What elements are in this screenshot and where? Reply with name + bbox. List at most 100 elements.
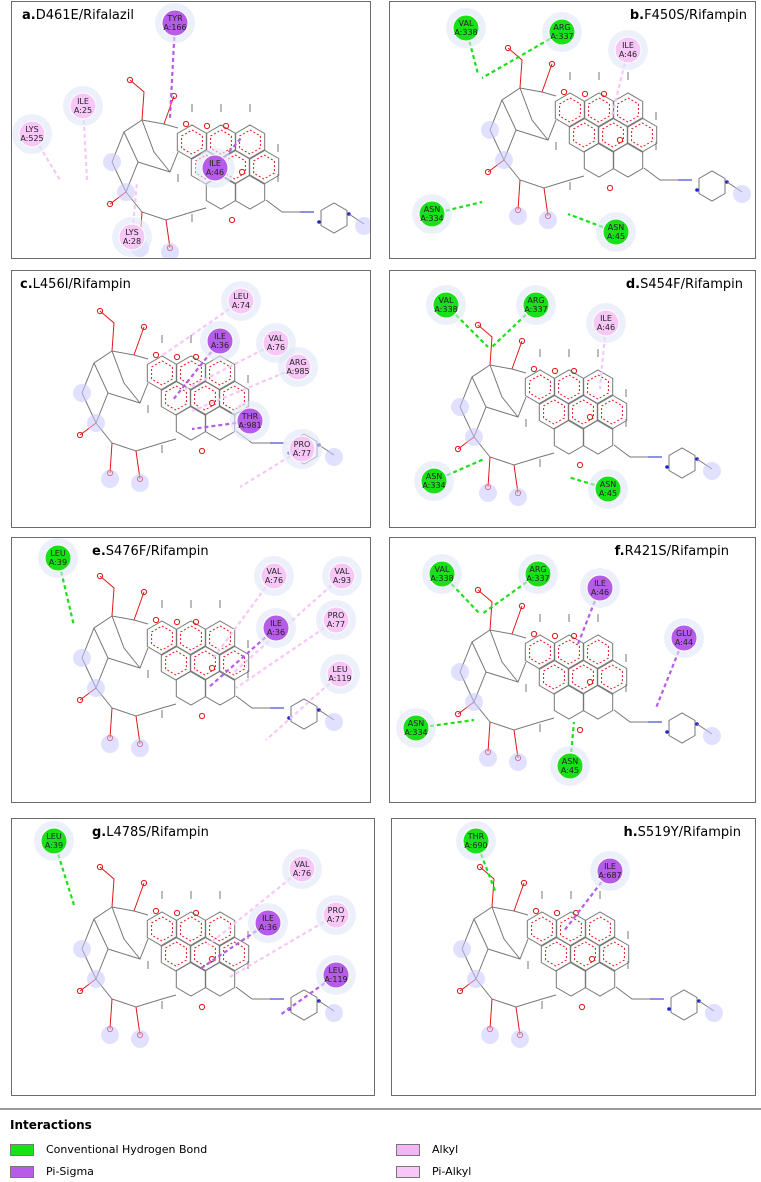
interaction-line [171, 340, 221, 402]
interaction-line [563, 870, 611, 932]
residue-node [522, 291, 550, 319]
residue-node [206, 327, 234, 355]
panel-letter: h. [623, 825, 638, 840]
residue-node [227, 287, 255, 315]
residue-node [418, 200, 446, 228]
interaction-line [239, 448, 303, 488]
residue-node [288, 855, 316, 883]
legend-swatch [396, 1165, 420, 1178]
residue-node [592, 309, 620, 337]
residue-node [586, 574, 614, 602]
ligand-structure [73, 572, 343, 757]
legend-swatch [396, 1143, 420, 1156]
panel-letter: f. [614, 544, 625, 559]
residue-node [40, 827, 68, 855]
residue-node [614, 36, 642, 64]
legend-swatch [10, 1165, 34, 1178]
residue-node [328, 562, 356, 590]
interaction-line [207, 868, 303, 946]
residue-node [322, 901, 350, 929]
residue-node [69, 92, 97, 120]
legend-item: Pi-Sigma [10, 1165, 94, 1178]
interaction-line [56, 557, 76, 627]
interactions-legend: Interactions Conventional Hydrogen Bond … [0, 1108, 761, 1182]
residue-node [236, 407, 264, 435]
residue-node [402, 714, 430, 742]
legend-title: Interactions [10, 1118, 92, 1132]
residue-node [326, 660, 354, 688]
legend-label: Alkyl [432, 1143, 459, 1156]
interaction-line [610, 49, 630, 117]
residue-node [284, 353, 312, 381]
interaction-line [654, 637, 686, 709]
panel-letter: a. [22, 8, 36, 23]
residue-node [524, 560, 552, 588]
panel-title: F450S/Rifampin [644, 8, 747, 23]
residue-node [596, 857, 624, 885]
ligand-structure [481, 44, 751, 229]
residue-node [254, 909, 282, 937]
panel-letter: c. [20, 277, 33, 292]
interaction-line [81, 105, 89, 181]
residue-node [201, 154, 229, 182]
residue-node [260, 562, 288, 590]
residue-node [602, 218, 630, 246]
residue-node [18, 120, 46, 148]
interaction-line [279, 974, 337, 1016]
legend-label: Pi-Sigma [46, 1165, 94, 1178]
interaction-line [481, 573, 539, 615]
legend-label: Pi-Alkyl [432, 1165, 472, 1178]
panel-title: S476F/Rifampin [105, 544, 209, 559]
legend-item: Pi-Alkyl [396, 1165, 471, 1178]
panel-title: S519Y/Rifampin [637, 825, 741, 840]
panel-letter: d. [625, 277, 641, 292]
residue-node [262, 614, 290, 642]
panel-title: L456I/Rifampin [32, 277, 131, 292]
residue-node [322, 961, 350, 989]
interaction-line [191, 365, 299, 413]
panel-letter: e. [92, 544, 106, 559]
legend-swatch [10, 1143, 34, 1156]
interaction-line [235, 619, 337, 689]
ligand-structure [451, 321, 721, 506]
legend-label: Conventional Hydrogen Bond [46, 1143, 208, 1156]
residue-node [288, 435, 316, 463]
